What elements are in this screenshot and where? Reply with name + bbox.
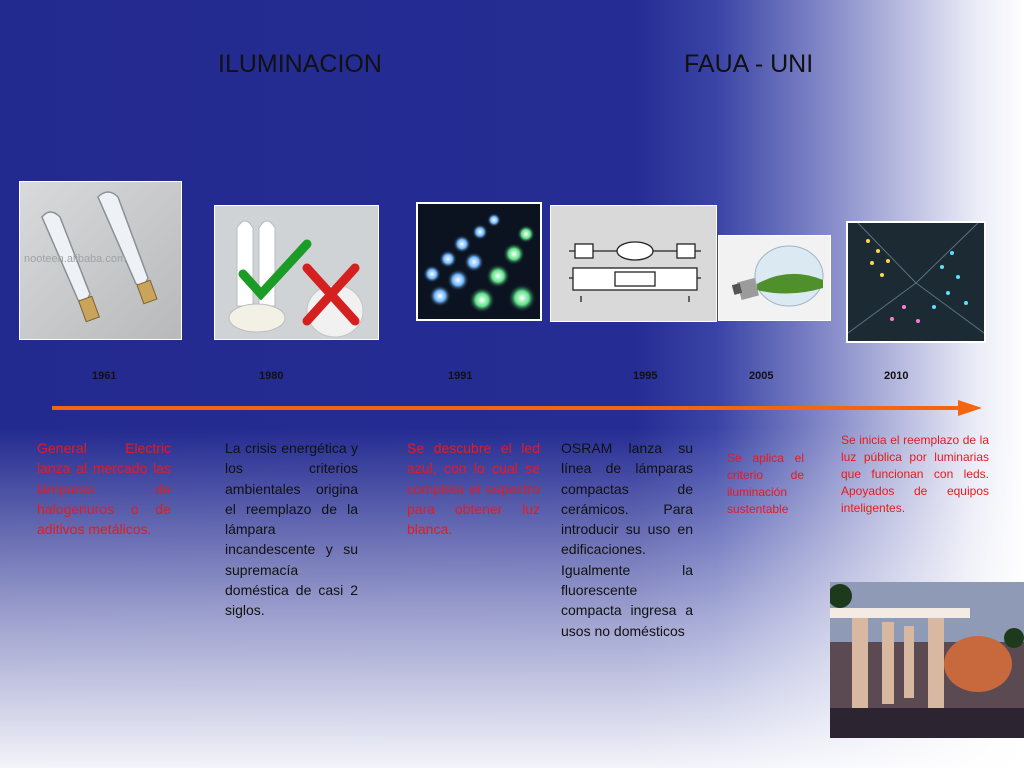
faua-building-illustration <box>830 582 1024 738</box>
led-grid-illustration <box>848 223 984 334</box>
year-label-2005: 2005 <box>749 370 774 382</box>
cfl-vs-incandescent-image <box>214 205 379 340</box>
blue-led-image <box>416 202 542 321</box>
year-label-1961: 1961 <box>92 370 117 382</box>
blue-led-illustration <box>423 213 536 313</box>
description-1980: La crisis energética y los criterios amb… <box>225 440 358 619</box>
sustainable-bulb-illustration <box>731 245 824 307</box>
timeline-arrow <box>52 400 982 416</box>
osram-lamp-diagram-image <box>550 205 717 322</box>
metal-halide-lamps-illustration: nooteen.alibaba.com <box>24 191 158 323</box>
osram-lamp-diagram <box>569 241 701 302</box>
slide-subtitle: FAUA - UNI <box>684 50 814 78</box>
description-1961: General Electric lanza al mercado las lá… <box>37 440 171 538</box>
description-2010: Se inicia el reemplazo de la luz pública… <box>841 433 989 515</box>
sustainable-bulb-image <box>718 235 831 321</box>
watermark-text: nooteen.alibaba.com <box>24 253 126 265</box>
description-1991: Se descubre el led azul, con lo cual se … <box>407 440 540 538</box>
description-2005: Se aplica el criterio de iluminación sus… <box>727 451 804 516</box>
description-1995: OSRAM lanza su línea de lámparas compact… <box>561 440 693 639</box>
year-label-1991: 1991 <box>448 370 473 382</box>
slide-title: ILUMINACION <box>218 50 382 78</box>
faua-building-image <box>830 582 1024 738</box>
led-streetlight-image <box>846 221 986 343</box>
year-label-1995: 1995 <box>633 370 658 382</box>
year-label-2010: 2010 <box>884 370 909 382</box>
year-label-1980: 1980 <box>259 370 284 382</box>
metal-halide-lamps-image: nooteen.alibaba.com <box>19 181 182 340</box>
cfl-vs-incandescent-illustration <box>215 206 378 339</box>
